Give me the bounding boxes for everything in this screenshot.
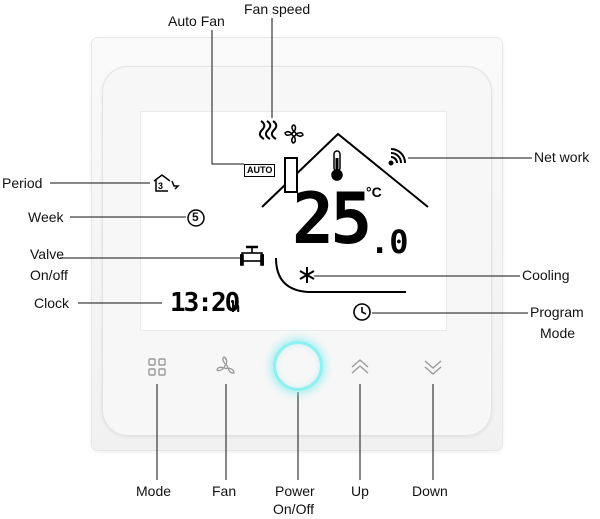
- label-program-mode: Mode: [540, 325, 576, 341]
- valve-icon: [239, 245, 265, 272]
- label-power-onoff: On/Off: [273, 501, 314, 517]
- fan-button[interactable]: [209, 350, 243, 384]
- power-button[interactable]: [273, 341, 323, 391]
- label-fan-speed: Fan speed: [244, 1, 311, 17]
- wifi-icon: [388, 148, 406, 171]
- chevron-up-icon: [351, 359, 369, 374]
- clock-unit: h: [231, 299, 241, 316]
- up-button[interactable]: [343, 350, 377, 384]
- snowflake-icon: [298, 266, 316, 289]
- label-network: Net work: [534, 149, 590, 165]
- house-outline: [261, 132, 429, 293]
- chevron-down-icon: [424, 360, 442, 375]
- down-button[interactable]: [416, 350, 450, 384]
- label-up: Up: [351, 483, 369, 499]
- label-fan: Fan: [212, 483, 237, 499]
- label-cooling: Cooling: [522, 267, 570, 283]
- label-week: Week: [28, 209, 64, 225]
- clock-icon: [352, 302, 372, 327]
- label-valve: Valve: [30, 246, 64, 262]
- label-down: Down: [412, 483, 448, 499]
- house-period-icon: 3: [152, 173, 180, 198]
- week-day-number: 5: [192, 210, 199, 224]
- label-period: Period: [2, 175, 43, 191]
- label-mode: Mode: [136, 483, 172, 499]
- mode-button[interactable]: [140, 350, 174, 384]
- clock-time: 13:20: [170, 288, 240, 318]
- thermometer-icon: [330, 150, 344, 187]
- fan-icon: [284, 124, 304, 149]
- temperature-value: 25: [292, 178, 372, 260]
- temperature-unit: °C: [366, 184, 382, 200]
- svg-text:3: 3: [158, 181, 163, 191]
- auto-badge: AUTO: [244, 164, 276, 177]
- temperature-decimal: .0: [370, 223, 409, 261]
- fan-icon: [216, 356, 235, 374]
- grid-icon: [148, 358, 166, 376]
- label-valve-onoff: On/off: [30, 267, 68, 283]
- wind-icon: [258, 118, 280, 147]
- label-power: Power: [275, 483, 315, 499]
- auto-fan-leader: [211, 30, 244, 165]
- label-program: Program: [530, 304, 584, 320]
- label-auto-fan: Auto Fan: [168, 13, 225, 29]
- week-day-icon: [186, 208, 206, 233]
- lcd-screen: [141, 112, 446, 330]
- label-clock: Clock: [34, 295, 70, 311]
